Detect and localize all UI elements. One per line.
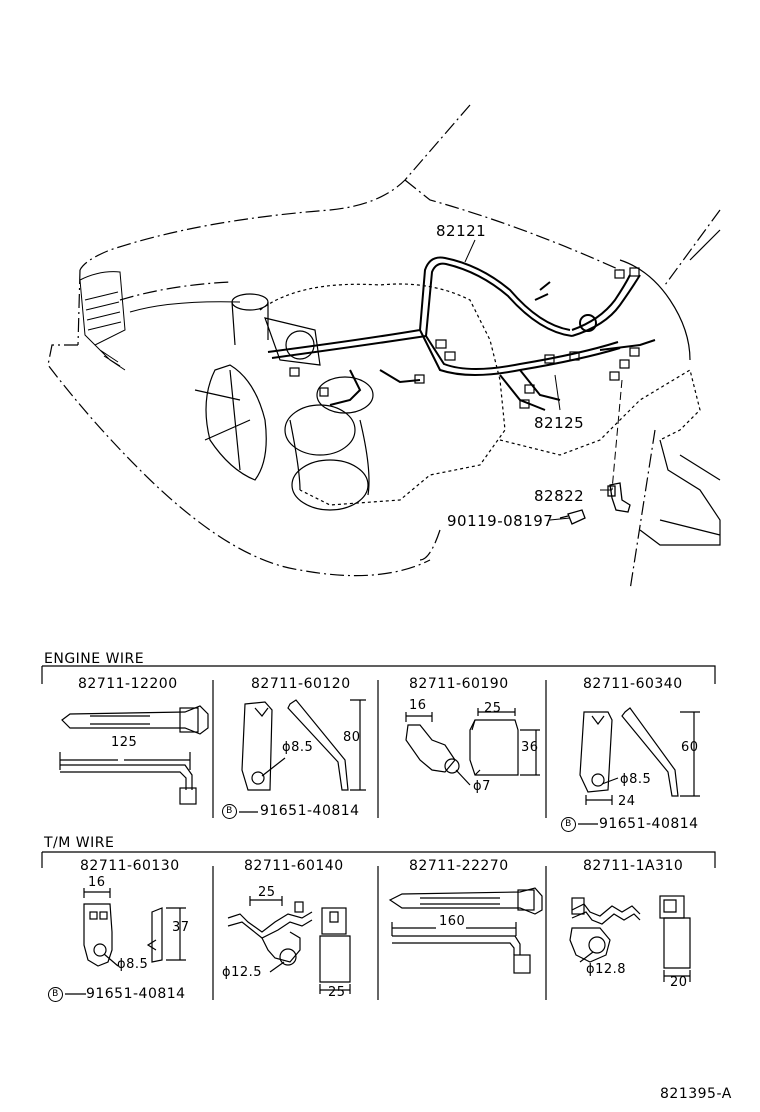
harness-connectors bbox=[289, 267, 640, 409]
dimension-label: 25 bbox=[328, 985, 346, 1000]
part-82711-60340-drawing bbox=[579, 707, 700, 805]
dimension-label: ϕ8.5 bbox=[620, 772, 652, 787]
dimension-label: 16 bbox=[88, 875, 106, 890]
callout-82822: 82822 bbox=[534, 487, 585, 505]
part-82711-60130-drawing bbox=[83, 888, 186, 967]
dimension-label: ϕ12.8 bbox=[586, 962, 627, 977]
bolt-90119-08197 bbox=[559, 509, 586, 525]
dimension-label: ϕ7 bbox=[473, 779, 491, 794]
bolt-symbol-icon: B bbox=[48, 986, 63, 1002]
bolt-number: 91651-40814 bbox=[598, 816, 699, 832]
part-number: 82711-60340 bbox=[583, 676, 683, 692]
engine-block bbox=[194, 259, 701, 511]
clamp-82822 bbox=[607, 482, 631, 513]
dimension-label: 125 bbox=[111, 735, 138, 750]
dimension-label: 16 bbox=[409, 698, 427, 713]
part-number: 82711-60140 bbox=[244, 858, 344, 874]
part-number: 82711-60190 bbox=[409, 676, 509, 692]
part-number: 82711-60130 bbox=[80, 858, 180, 874]
grille bbox=[79, 271, 241, 371]
dimension-label: 36 bbox=[521, 740, 539, 755]
wire-harness-82121 bbox=[267, 256, 641, 359]
leader-lines bbox=[464, 239, 623, 521]
bolt-number: 91651-40814 bbox=[85, 986, 186, 1002]
part-82711-12200-drawing bbox=[59, 705, 209, 805]
dimension-label: ϕ12.5 bbox=[222, 965, 263, 980]
part-82711-60190-drawing bbox=[405, 708, 540, 786]
dimension-label: 80 bbox=[343, 730, 361, 745]
dimension-label: 37 bbox=[172, 920, 190, 935]
bolt-number: 91651-40814 bbox=[259, 803, 360, 819]
part-82711-22270-drawing bbox=[388, 887, 543, 974]
part-number: 82711-22270 bbox=[409, 858, 509, 874]
dimension-label: 24 bbox=[618, 794, 636, 809]
wire-harness-82125 bbox=[329, 329, 656, 411]
dimension-label: ϕ8.5 bbox=[282, 740, 314, 755]
part-82711-60140-drawing bbox=[227, 896, 351, 994]
vehicle-body-outline bbox=[47, 104, 721, 591]
dimension-label: ϕ8.5 bbox=[117, 957, 149, 972]
bolt-callout: B 91651-40814 bbox=[48, 986, 186, 1002]
callout-82125: 82125 bbox=[534, 414, 585, 432]
bolt-callout: B 91651-40814 bbox=[222, 803, 360, 819]
dimension-label: 20 bbox=[670, 975, 688, 990]
part-number: 82711-1A310 bbox=[583, 858, 684, 874]
callout-90119-08197: 90119-08197 bbox=[447, 512, 554, 530]
bolt-callout: B 91651-40814 bbox=[561, 816, 699, 832]
dimension-label: 25 bbox=[258, 885, 276, 900]
right-fender bbox=[639, 229, 721, 546]
part-number: 82711-12200 bbox=[78, 676, 178, 692]
dimension-label: 25 bbox=[484, 701, 502, 716]
dimension-label: 160 bbox=[439, 914, 466, 929]
dimension-label: 60 bbox=[681, 740, 699, 755]
bolt-symbol-icon: B bbox=[222, 803, 237, 819]
part-number: 82711-60120 bbox=[251, 676, 351, 692]
tm-wire-heading: T/M WIRE bbox=[44, 835, 115, 851]
diagram-code: 821395-A bbox=[660, 1086, 732, 1102]
callout-82121: 82121 bbox=[436, 222, 487, 240]
bolt-symbol-icon: B bbox=[561, 816, 576, 832]
part-82711-60120-drawing bbox=[241, 699, 366, 791]
part-82711-1A310-drawing bbox=[569, 895, 691, 982]
engine-wire-heading: ENGINE WIRE bbox=[44, 651, 145, 667]
